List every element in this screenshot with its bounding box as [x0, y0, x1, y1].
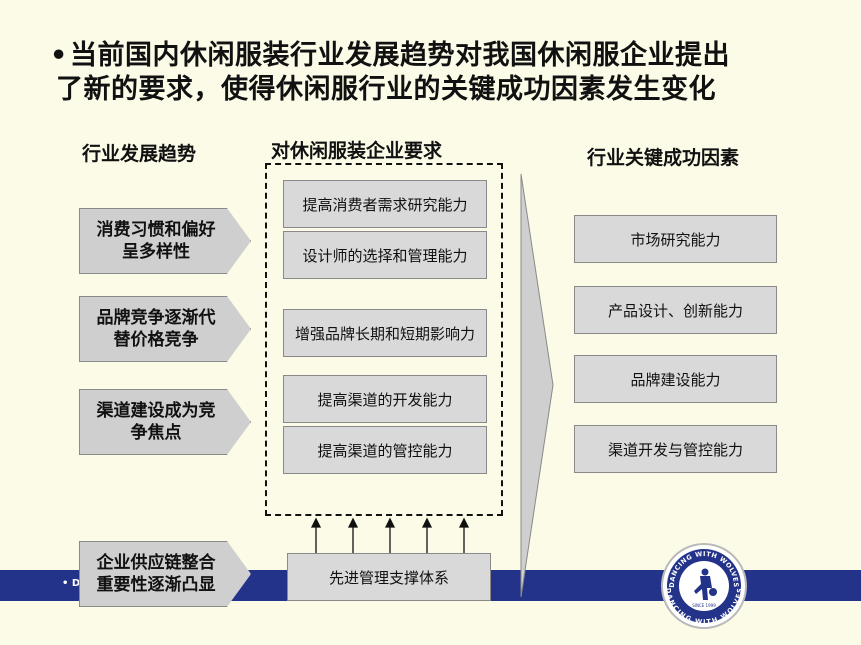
trend-line-2: 争焦点: [130, 423, 182, 443]
requirements-group: [265, 163, 503, 516]
trend-line-2: 呈多样性: [122, 242, 190, 262]
title-line-1: 当前国内休闲服装行业发展趋势对我国休闲服企业提出: [70, 40, 730, 71]
title-bullet: •: [50, 40, 68, 71]
up-arrow-icon: [421, 517, 433, 555]
key-factor-box: 品牌建设能力: [574, 355, 777, 403]
trend-line-2: 替价格竞争: [113, 330, 199, 350]
big-chevron-arrow: [520, 173, 554, 598]
up-arrow-icon: [458, 517, 470, 555]
requirement-box: 提高消费者需求研究能力: [283, 180, 487, 228]
trend-item: 品牌竞争逐渐代 替价格竞争: [79, 296, 251, 362]
factors-header: 行业关键成功因素: [587, 147, 740, 169]
trend-line-1: 渠道建设成为竞: [96, 401, 216, 421]
support-system-box: 先进管理支撑体系: [287, 553, 491, 601]
up-arrow-icon: [347, 517, 359, 555]
trend-line-2: 重要性逐渐凸显: [96, 575, 216, 595]
key-factor-box: 产品设计、创新能力: [574, 286, 777, 334]
requirement-box: 设计师的选择和管理能力: [283, 231, 487, 279]
requirement-box: 提高渠道的管控能力: [283, 426, 487, 474]
up-arrow-icon: [310, 517, 322, 555]
trend-item: 渠道建设成为竞 争焦点: [79, 389, 251, 455]
trend-item: 企业供应链整合 重要性逐渐凸显: [79, 541, 251, 607]
trend-line-1: 消费习惯和偏好: [96, 220, 216, 240]
requirements-header: 对休闲服装企业要求: [271, 140, 443, 162]
trends-header: 行业发展趋势: [82, 143, 197, 165]
trend-line-1: 品牌竞争逐渐代: [96, 308, 216, 328]
up-arrow-icon: [384, 517, 396, 555]
svg-text:SINCE 1999: SINCE 1999: [692, 603, 716, 608]
title-line-2: 了新的要求，使得休闲服行业的关键成功因素发生变化: [56, 74, 716, 105]
key-factor-box: 渠道开发与管控能力: [574, 425, 777, 473]
trend-line-1: 企业供应链整合: [96, 553, 216, 573]
trend-item: 消费习惯和偏好 呈多样性: [79, 208, 251, 274]
support-arrows: [310, 517, 470, 555]
requirement-box: 提高渠道的开发能力: [283, 375, 487, 423]
footer-band-text: • D: [62, 578, 81, 589]
requirement-box: 增强品牌长期和短期影响力: [283, 309, 487, 357]
key-factor-box: 市场研究能力: [574, 215, 777, 263]
company-logo: DANCING WITH WOLVES DANCING WITH WOLVES …: [661, 543, 747, 629]
